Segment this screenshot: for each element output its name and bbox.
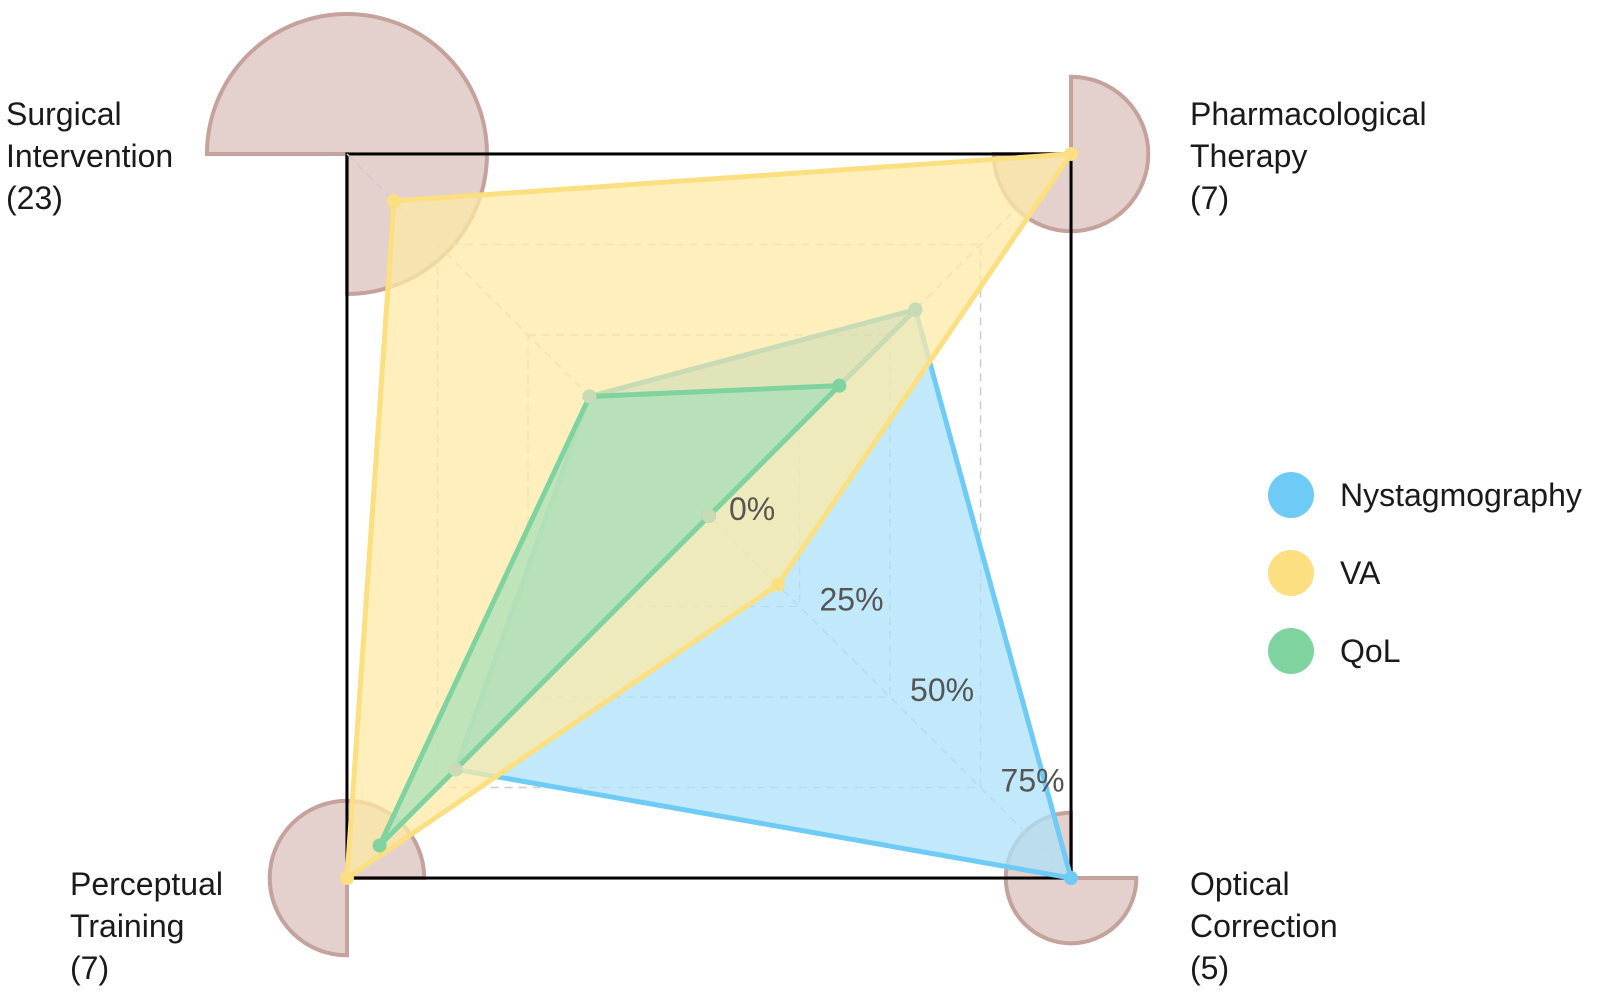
axis-label-optical-correction: Optical Correction (5) [1190,863,1360,989]
legend-swatch [1268,550,1314,596]
overlay-point [702,509,716,523]
legend-item-nystagmography[interactable]: Nystagmography [1268,456,1582,534]
legend-item-qol[interactable]: QoL [1268,612,1582,690]
radial-tick-labels: 0% 25% 50% 75% [729,491,1065,799]
legend-label: VA [1340,554,1381,591]
tick-label: 0% [729,491,775,527]
series-point-va [339,871,354,886]
axis-label-text: Optical Correction [1190,866,1338,944]
series-point-qol [372,838,387,853]
tick-label: 75% [1001,763,1065,799]
axis-label-pharmacological-therapy: Pharmacological Therapy (7) [1190,93,1460,219]
series-points [339,146,1079,886]
overlay-point [448,762,463,777]
series-point-va [1064,146,1079,161]
legend-item-va[interactable]: VA [1268,534,1582,612]
axis-count: (23) [6,180,63,216]
series-point-nystagmography [1064,871,1079,886]
legend: Nystagmography VA QoL [1268,456,1582,690]
axis-label-perceptual-training: Perceptual Training (7) [70,863,250,989]
series-point-qol [832,378,847,393]
series-point-va [770,577,785,592]
axis-count: (7) [70,950,110,986]
tick-label: 50% [910,672,974,708]
tick-label: 25% [820,582,884,618]
overlay-point [908,302,923,317]
legend-label: QoL [1340,632,1401,669]
axis-label-text: Perceptual Training [70,866,223,944]
legend-label: Nystagmography [1340,476,1582,513]
axis-label-surgical-intervention: Surgical Intervention (23) [6,93,186,219]
axis-label-text: Surgical Intervention [6,96,174,174]
legend-swatch [1268,628,1314,674]
axis-count: (7) [1190,180,1230,216]
axis-count: (5) [1190,950,1230,986]
overlay-point [582,389,597,404]
legend-swatch [1268,472,1314,518]
series-point-va [387,194,402,209]
chart-frame [345,152,1073,880]
axis-label-text: Pharmacological Therapy [1190,96,1427,174]
